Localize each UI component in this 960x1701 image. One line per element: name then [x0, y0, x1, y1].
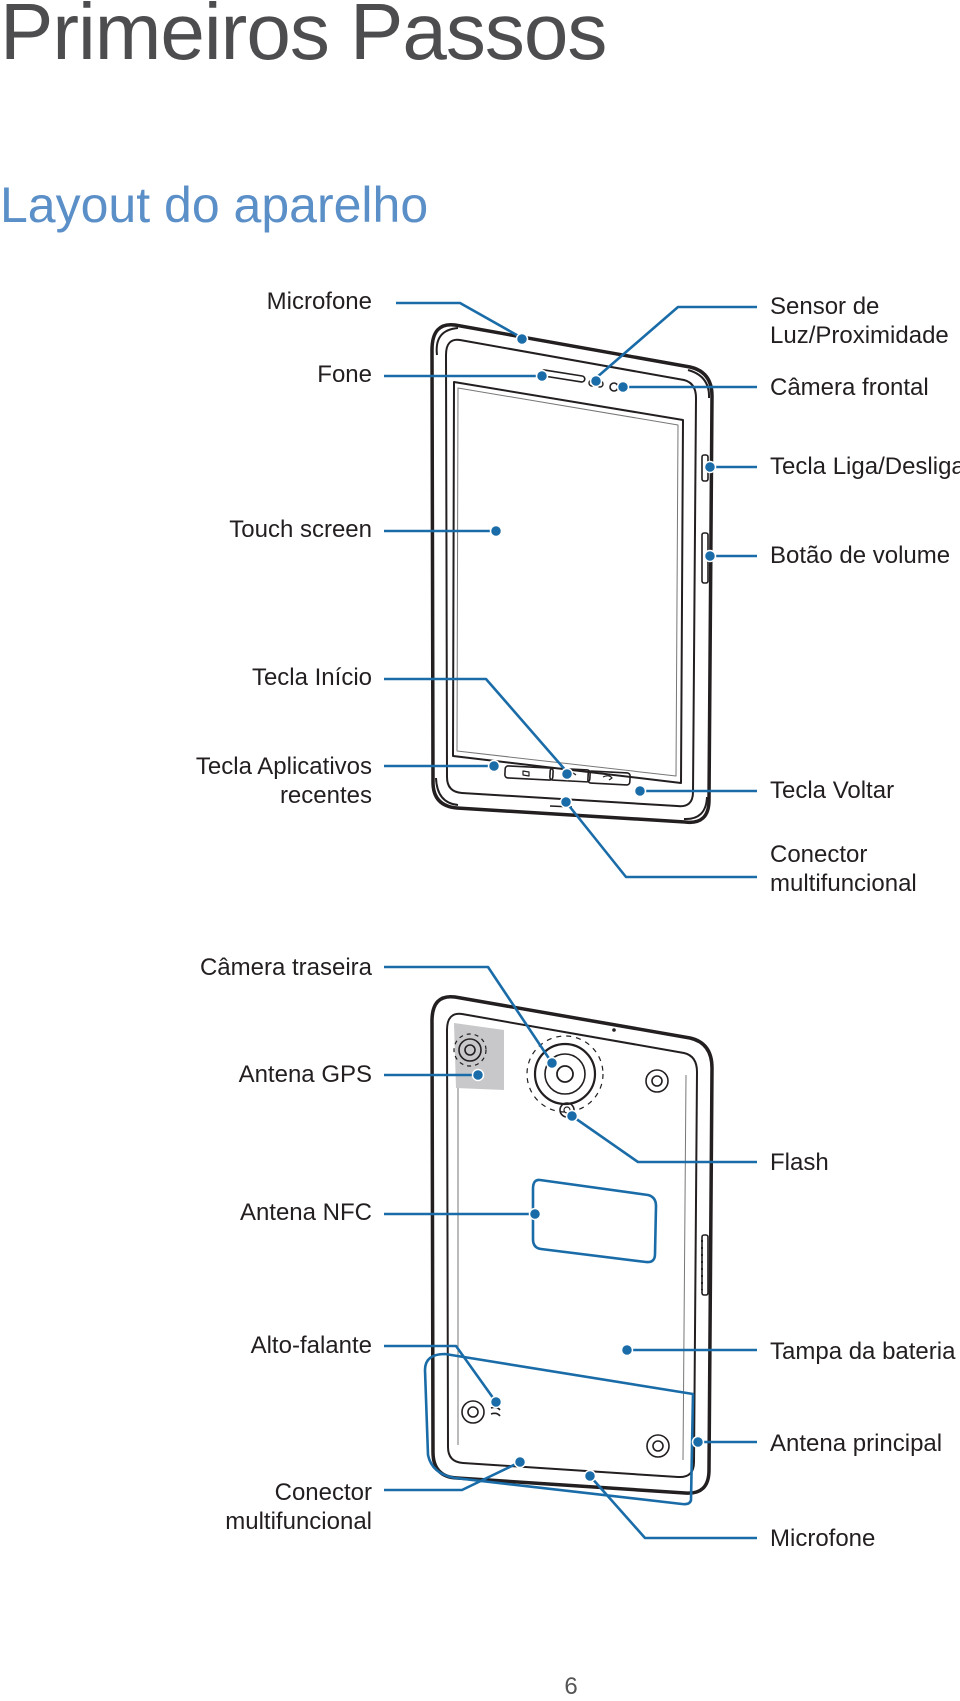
back-side-key-shape: [701, 1234, 709, 1296]
back-screw-br: [646, 1434, 670, 1458]
callout-dot-front-conector: [559, 795, 573, 809]
label-front-fone: Fone: [317, 361, 372, 388]
label-back-antena-nfc: Antena NFC: [239, 1199, 372, 1226]
callout-dot-back-nfc: [528, 1207, 542, 1221]
label-front-tecla-voltar: Tecla Voltar: [770, 777, 895, 804]
front-back-key-shape: [587, 770, 631, 786]
back-top-mic-hole: [612, 1028, 616, 1032]
callout-dot-back-tampa: [620, 1343, 634, 1357]
back-camera-ring-inner: [544, 1053, 586, 1095]
front-screen-inner: [456, 387, 679, 777]
label-back-alto-falante: Alto-falante: [250, 1332, 372, 1359]
label-back-camera-traseira: Câmera traseira: [199, 954, 372, 981]
label-back-tampa-bateria: Tampa da bateria: [770, 1338, 956, 1365]
callout-line-front-conector: [564, 801, 757, 879]
nfc-antenna-outline: [531, 1178, 658, 1264]
label-front-tecla-inicio: Tecla Início: [251, 664, 372, 691]
front-screen: [452, 381, 684, 784]
callout-dot-back-gps: [471, 1068, 485, 1082]
label-back-flash: Flash: [770, 1149, 829, 1176]
front-callouts: [384, 301, 757, 879]
back-camera-lens: [556, 1065, 574, 1083]
callout-line-back-alto: [384, 1344, 498, 1403]
callout-line-back-flash: [571, 1114, 757, 1164]
label-front-aplicativos-line1: Tecla Aplicativos: [195, 753, 372, 780]
page-number: 6: [564, 1673, 578, 1700]
front-recent-glyph: [522, 770, 530, 777]
back-inner-plate: [446, 1012, 698, 1479]
callout-dot-front-volume: [703, 549, 717, 563]
label-back-conector-line1: Conector: [274, 1479, 372, 1506]
callout-dot-front-fone: [535, 369, 549, 383]
callout-dot-back-microfone: [583, 1469, 597, 1483]
label-front-conector-line1: Conector: [770, 841, 868, 868]
callout-dot-back-flash: [565, 1109, 579, 1123]
back-speaker-grille: [490, 1406, 501, 1417]
section-title: Layout do aparelho: [0, 177, 429, 233]
front-back-glyph: [602, 775, 613, 781]
front-bumper-tr: [687, 369, 711, 399]
front-view: [430, 322, 714, 825]
back-blue-outlines: [423, 1178, 695, 1506]
callout-dot-front-sensor: [589, 374, 603, 388]
label-front-tecla-liga: Tecla Liga/Desliga: [770, 453, 960, 480]
label-back-conector-line2: multifuncional: [225, 1508, 372, 1535]
callout-dot-back-camera: [545, 1056, 559, 1070]
callout-dot-back-conector: [513, 1455, 527, 1469]
front-bumper-br: [683, 796, 708, 821]
label-front-conector: Conector multifuncional: [770, 840, 917, 898]
callout-dot-front-liga: [703, 460, 717, 474]
front-inner-bezel: [445, 338, 697, 808]
back-view: [430, 994, 714, 1495]
callout-dot-front-voltar: [633, 784, 647, 798]
chapter-title: Primeiros Passos: [0, 0, 607, 76]
callout-dot-front-inicio: [560, 767, 574, 781]
label-back-antena-gps: Antena GPS: [238, 1061, 372, 1088]
callout-dot-front-touch: [489, 524, 503, 538]
label-front-sensor-line1: Sensor de: [770, 293, 880, 320]
back-camera-dash: [526, 1035, 604, 1113]
label-front-botao-volume: Botão de volume: [770, 542, 951, 569]
label-front-camera-frontal: Câmera frontal: [770, 374, 929, 401]
label-front-sensor: Sensor de Luz/Proximidade: [770, 292, 949, 350]
callout-line-back-camera: [384, 965, 554, 1064]
label-front-touch-screen: Touch screen: [229, 516, 372, 543]
label-front-microfone: Microfone: [266, 288, 372, 315]
label-front-tecla-aplicativos: Tecla Aplicativos recentes: [196, 752, 372, 810]
label-front-aplicativos-line2: recentes: [279, 782, 372, 809]
callout-dot-back-antena: [691, 1435, 705, 1449]
callout-line-back-conector: [384, 1460, 521, 1492]
label-front-conector-line2: multifuncional: [770, 870, 917, 897]
label-front-sensor-line2: Luz/Proximidade: [770, 322, 949, 349]
front-bumper-tl: [435, 327, 459, 356]
front-outer-case: [430, 322, 714, 825]
front-callout-dots: [487, 332, 717, 809]
callout-dot-front-aplicativos: [487, 759, 501, 773]
label-back-conector: Conector multifuncional: [225, 1478, 372, 1536]
back-screw-tl: [453, 1033, 487, 1067]
back-callout-dots: [471, 1056, 705, 1483]
label-back-microfone: Microfone: [770, 1525, 876, 1552]
front-recent-key-shape: [504, 765, 554, 781]
back-screw-tr: [645, 1069, 669, 1093]
callout-line-front-sensor: [595, 305, 757, 379]
back-screw-bl: [461, 1400, 485, 1424]
callout-line-back-microfone: [589, 1475, 757, 1540]
callout-line-front-microfone: [396, 301, 523, 340]
back-callouts: [384, 965, 757, 1540]
back-plate-line: [457, 1030, 687, 1461]
callout-line-front-inicio: [384, 677, 568, 773]
callout-dot-front-microfone: [515, 332, 529, 346]
front-bumper-bl: [435, 777, 459, 806]
main-antenna-outline: [423, 1352, 695, 1506]
callout-dot-front-camera: [616, 380, 630, 394]
callout-dot-back-alto: [489, 1395, 503, 1409]
back-outer-case: [430, 994, 714, 1495]
label-back-antena-principal: Antena principal: [770, 1430, 943, 1457]
